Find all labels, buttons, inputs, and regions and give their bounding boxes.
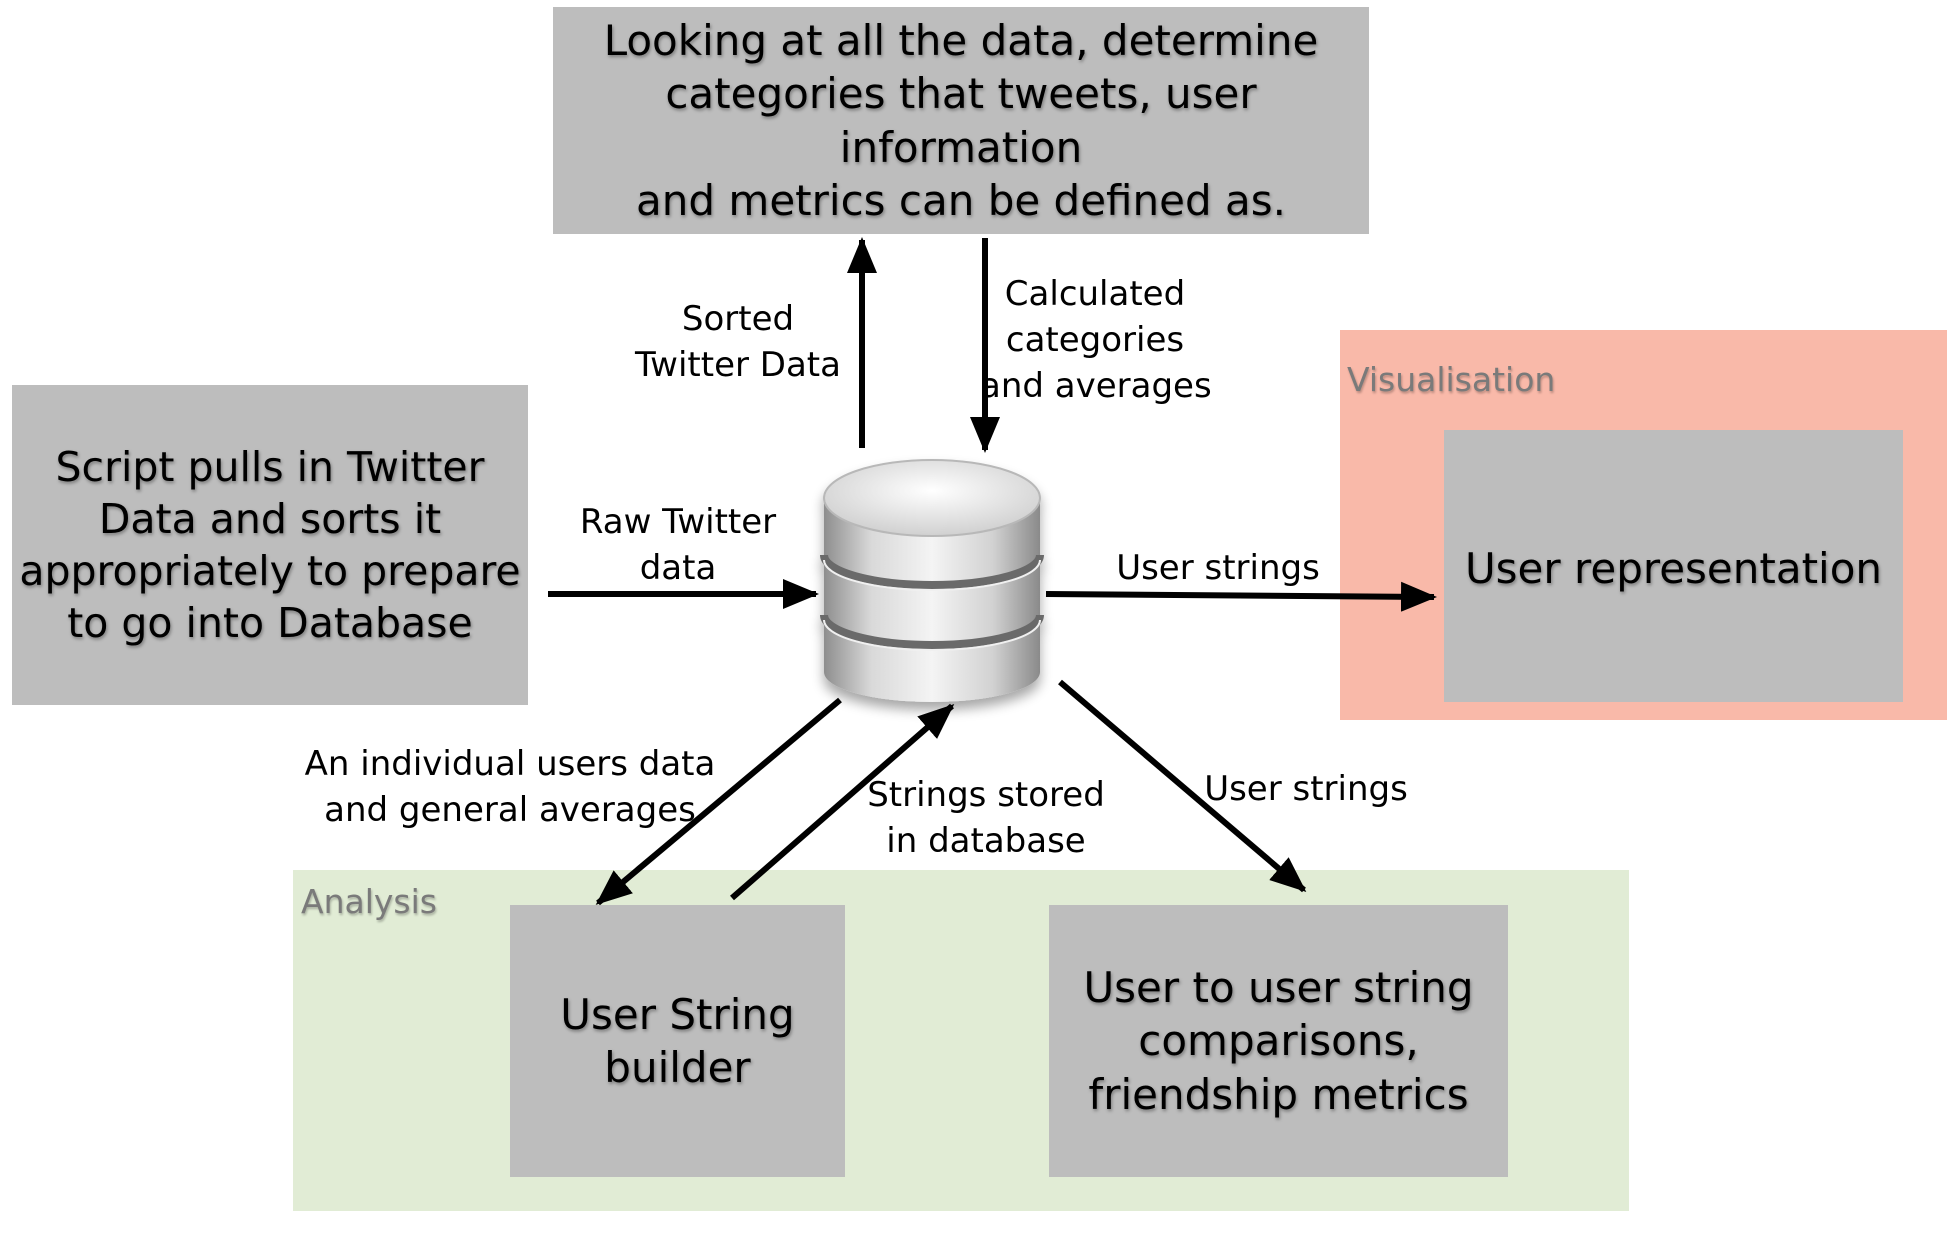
user-representation-line: User representation	[1464, 544, 1883, 593]
label-raw-twitter-data: Raw Twitter data	[568, 500, 788, 592]
comparisons-line: friendship metrics	[1088, 1069, 1469, 1119]
label-individual-users-data: An individual users data and general ave…	[300, 742, 720, 834]
arrow-user-strings-down	[1058, 679, 1307, 893]
label-user-strings-down: User strings	[1196, 767, 1416, 813]
label-line: An individual users data	[304, 744, 716, 784]
label-line: User strings	[1204, 769, 1408, 809]
label-sorted-twitter-data: Sorted Twitter Data	[628, 297, 848, 389]
user-representation-box: User representation	[1444, 430, 1903, 702]
label-line: Strings stored	[867, 775, 1105, 815]
label-strings-stored: Strings stored in database	[866, 773, 1106, 865]
categories-box-line: Looking at all the data, determine	[603, 15, 1319, 65]
arrow-individual-users-data	[595, 697, 842, 906]
visualisation-label: Visualisation	[1347, 360, 1556, 399]
arrow-strings-stored	[730, 703, 955, 901]
script-box-line: appropriately to prepare	[19, 547, 521, 595]
label-line: Twitter Data	[635, 344, 841, 385]
user-string-builder-line: User String	[560, 989, 795, 1039]
label-line: categories	[1005, 319, 1185, 360]
database-icon	[820, 459, 1044, 702]
categories-box: Looking at all the data, determine categ…	[553, 7, 1369, 234]
label-line: data	[639, 547, 717, 588]
comparisons-line: comparisons,	[1138, 1016, 1419, 1066]
arrow-user-strings-right	[1045, 581, 1437, 612]
label-line: Calculated	[1004, 274, 1186, 314]
categories-box-line: categories that tweets, user information	[665, 69, 1257, 172]
comparisons-line: User to user string	[1083, 963, 1474, 1012]
label-line: in database	[886, 820, 1086, 861]
label-user-strings-right: User strings	[1108, 546, 1328, 592]
script-box-line: Data and sorts it	[98, 494, 442, 543]
script-box: Script pulls in Twitter Data and sorts i…	[12, 385, 528, 705]
label-line: and general averages	[324, 789, 696, 830]
label-line: Sorted	[681, 299, 795, 339]
label-line: and averages	[980, 365, 1212, 406]
user-string-builder-line: builder	[604, 1043, 751, 1092]
analysis-label: Analysis	[301, 882, 437, 921]
script-box-line: Script pulls in Twitter	[55, 442, 485, 491]
categories-box-line: and metrics can be defined as.	[636, 175, 1286, 225]
user-string-builder-box: User String builder	[510, 905, 845, 1177]
label-line: User strings	[1116, 548, 1320, 588]
label-calculated-categories: Calculated categories and averages	[980, 272, 1212, 410]
script-box-line: to go into Database	[67, 599, 473, 648]
label-line: Raw Twitter	[579, 502, 777, 542]
comparisons-box: User to user string comparisons, friends…	[1049, 905, 1508, 1177]
